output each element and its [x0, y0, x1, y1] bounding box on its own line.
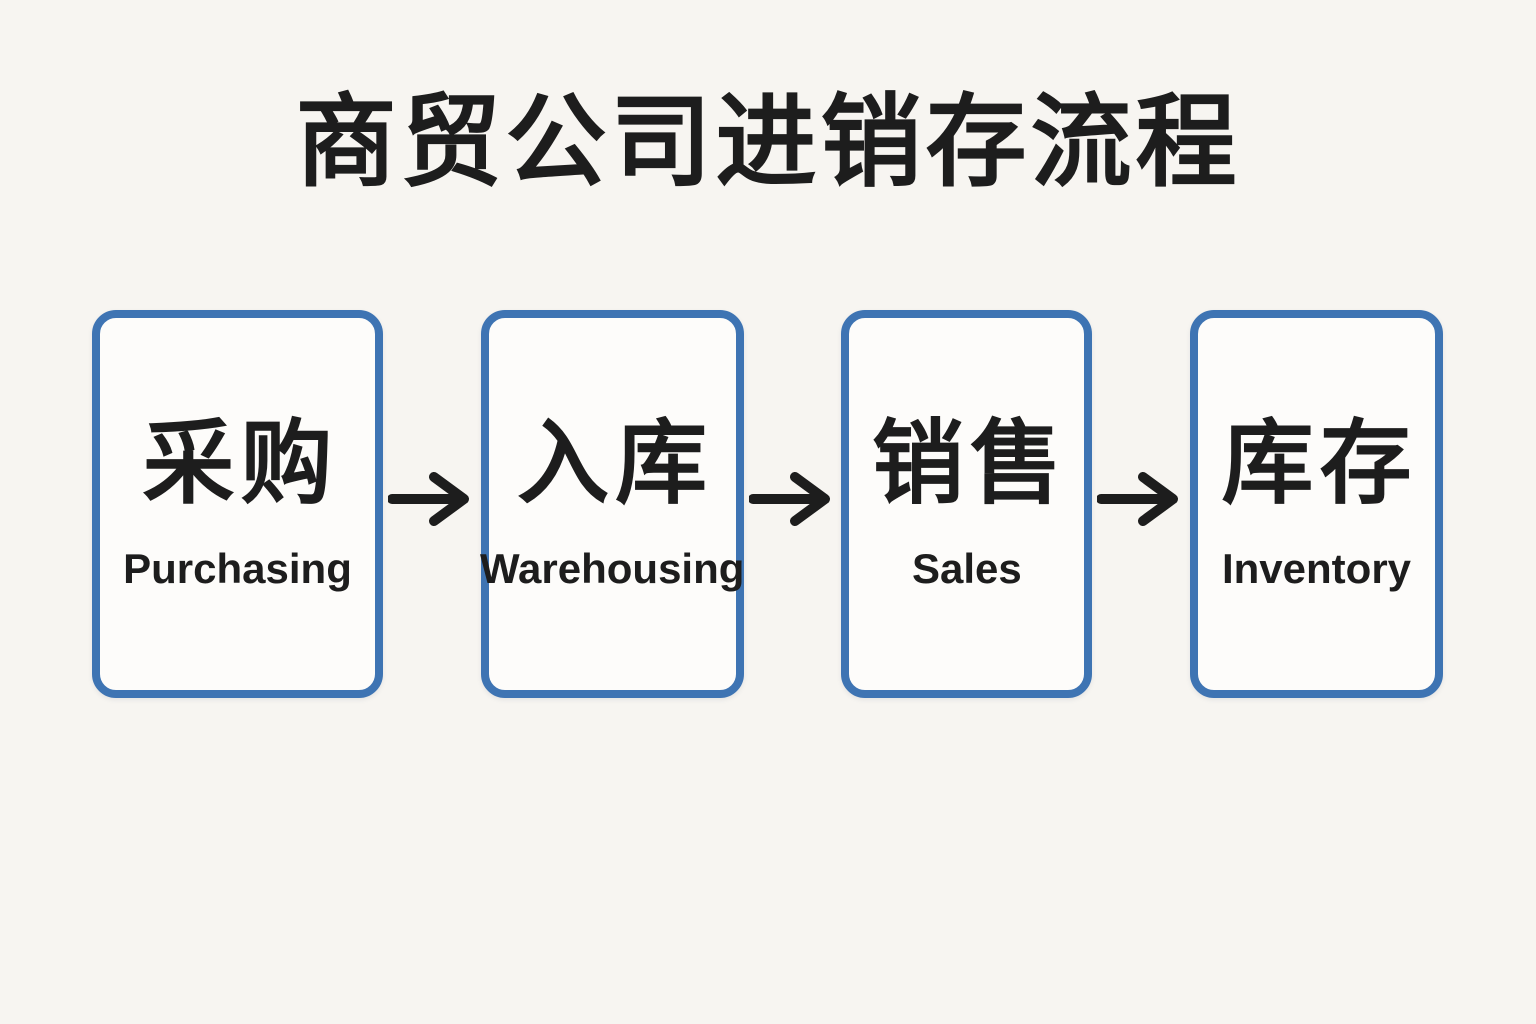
- step-label-en: Purchasing: [123, 545, 352, 592]
- flow-connector: [383, 310, 481, 698]
- right-arrow-icon: [387, 472, 469, 526]
- step-label-zh: 入库: [517, 413, 714, 515]
- flow-step-sales: 销售 Sales: [841, 310, 1093, 698]
- step-label-en: Warehousing: [479, 545, 745, 592]
- step-label-zh: 采购: [142, 413, 339, 515]
- page-title: 商贸公司进销存流程: [295, 87, 1241, 199]
- step-label-zh: 库存: [1221, 413, 1418, 515]
- flow-step-warehousing: 入库 Warehousing: [479, 310, 745, 698]
- flow-connector: [744, 310, 842, 698]
- process-flow: 采购 Purchasing 入库 Warehousing 销售 Sales 库存…: [92, 310, 1444, 698]
- step-label-en: Inventory: [1221, 545, 1412, 592]
- flow-step-purchasing: 采购 Purchasing: [92, 310, 383, 698]
- right-arrow-icon: [1097, 472, 1179, 526]
- step-label-en: Sales: [911, 545, 1022, 592]
- right-arrow-icon: [748, 472, 830, 526]
- flow-step-inventory: 库存 Inventory: [1190, 310, 1444, 698]
- step-label-zh: 销售: [871, 413, 1068, 515]
- flow-connector: [1092, 310, 1190, 698]
